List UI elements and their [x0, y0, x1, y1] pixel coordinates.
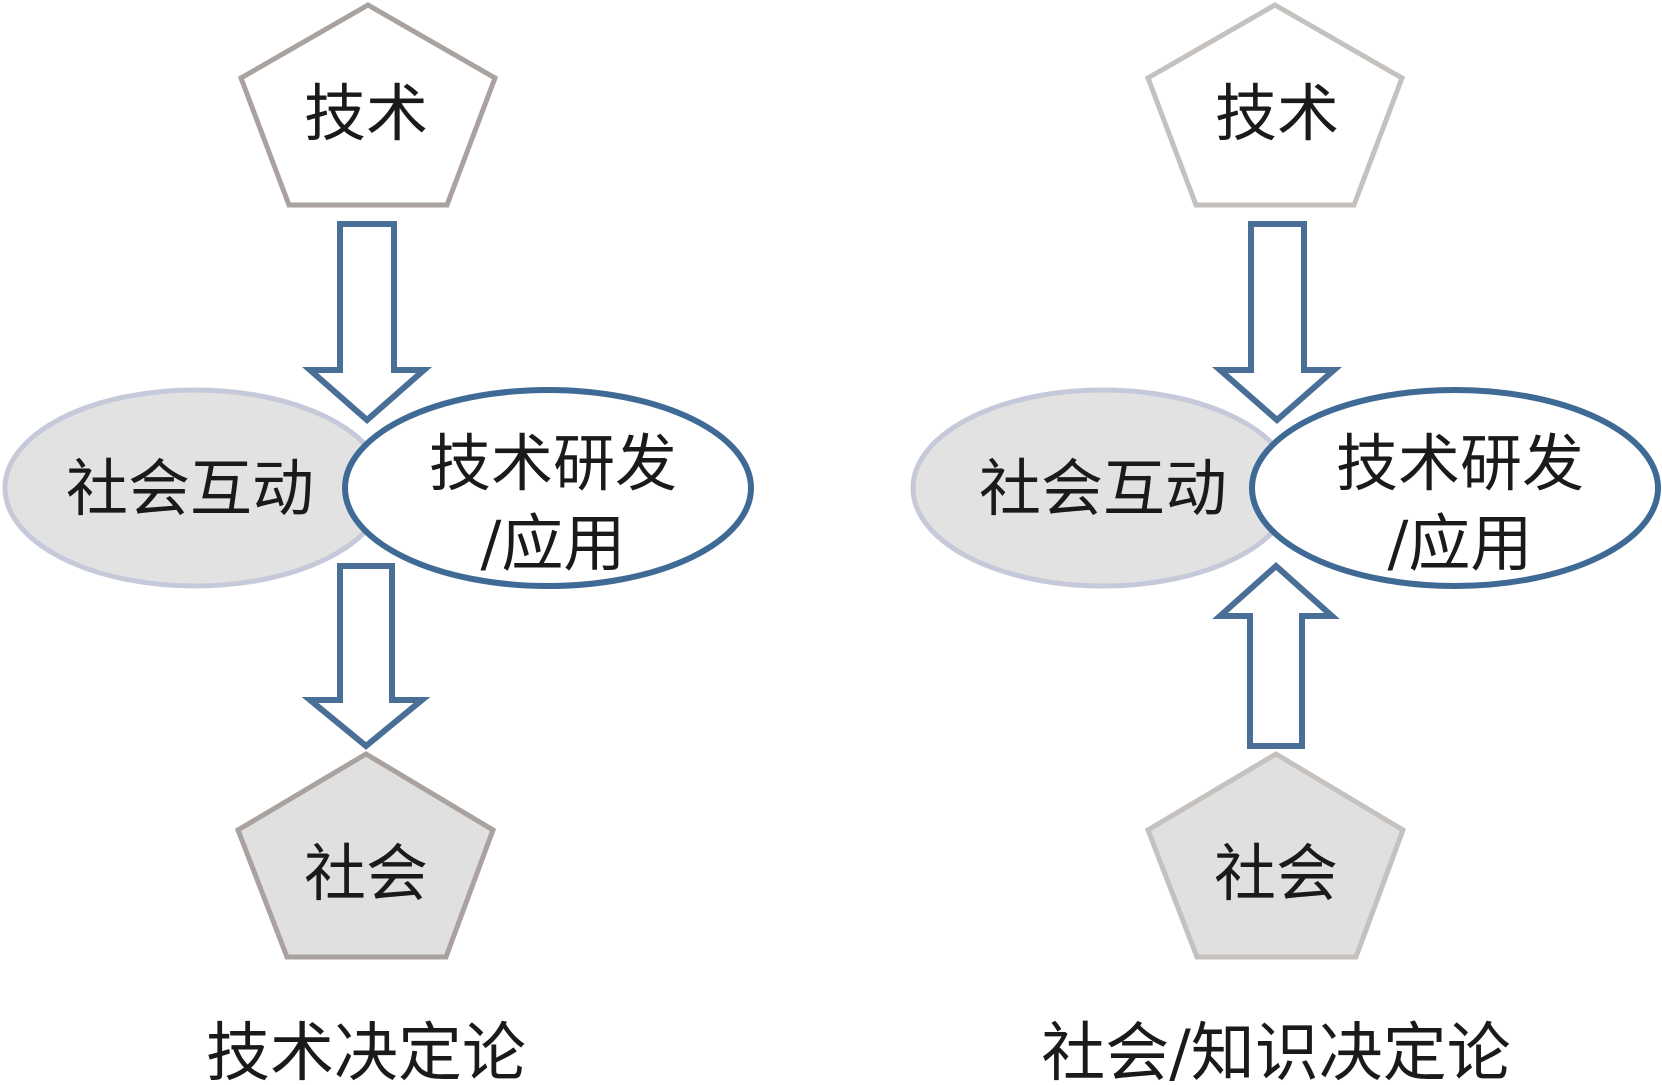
- tech-rd-label-line1: 技术研发: [1336, 427, 1584, 500]
- social-interaction-label: 社会互动: [979, 452, 1227, 525]
- bottom-node-label: 社会: [1214, 837, 1338, 910]
- caption-left: 技术决定论: [206, 1017, 526, 1085]
- bottom-pentagon: [234, 751, 497, 960]
- down-arrow-top: [302, 221, 432, 424]
- tech-rd-label-line2: /应用: [481, 507, 626, 580]
- tech-rd-ellipse: [342, 387, 754, 589]
- diagram-social-knowledge-determinism: 技术 社会互动 技术研发 /应用 社会 社会/知识决定论: [910, 2, 1661, 1085]
- tech-rd-ellipse: [1249, 387, 1661, 589]
- down-arrow-bottom: [301, 563, 431, 750]
- top-pentagon: [237, 2, 499, 208]
- up-arrow-bottom: [1212, 561, 1340, 749]
- top-pentagon: [1144, 2, 1406, 208]
- social-interaction-label: 社会互动: [66, 452, 314, 525]
- bottom-pentagon: [1144, 751, 1407, 960]
- diagram-technological-determinism: 技术 社会互动 技术研发 /应用 社会 技术决定论: [2, 2, 754, 1085]
- top-node-label: 技术: [1215, 77, 1339, 150]
- caption-right: 社会/知识决定论: [1041, 1017, 1511, 1085]
- bottom-node-label: 社会: [304, 837, 428, 910]
- tech-rd-label-line2: /应用: [1388, 507, 1533, 580]
- tech-rd-label-line1: 技术研发: [429, 427, 677, 500]
- down-arrow-top: [1212, 221, 1342, 424]
- top-node-label: 技术: [304, 77, 428, 150]
